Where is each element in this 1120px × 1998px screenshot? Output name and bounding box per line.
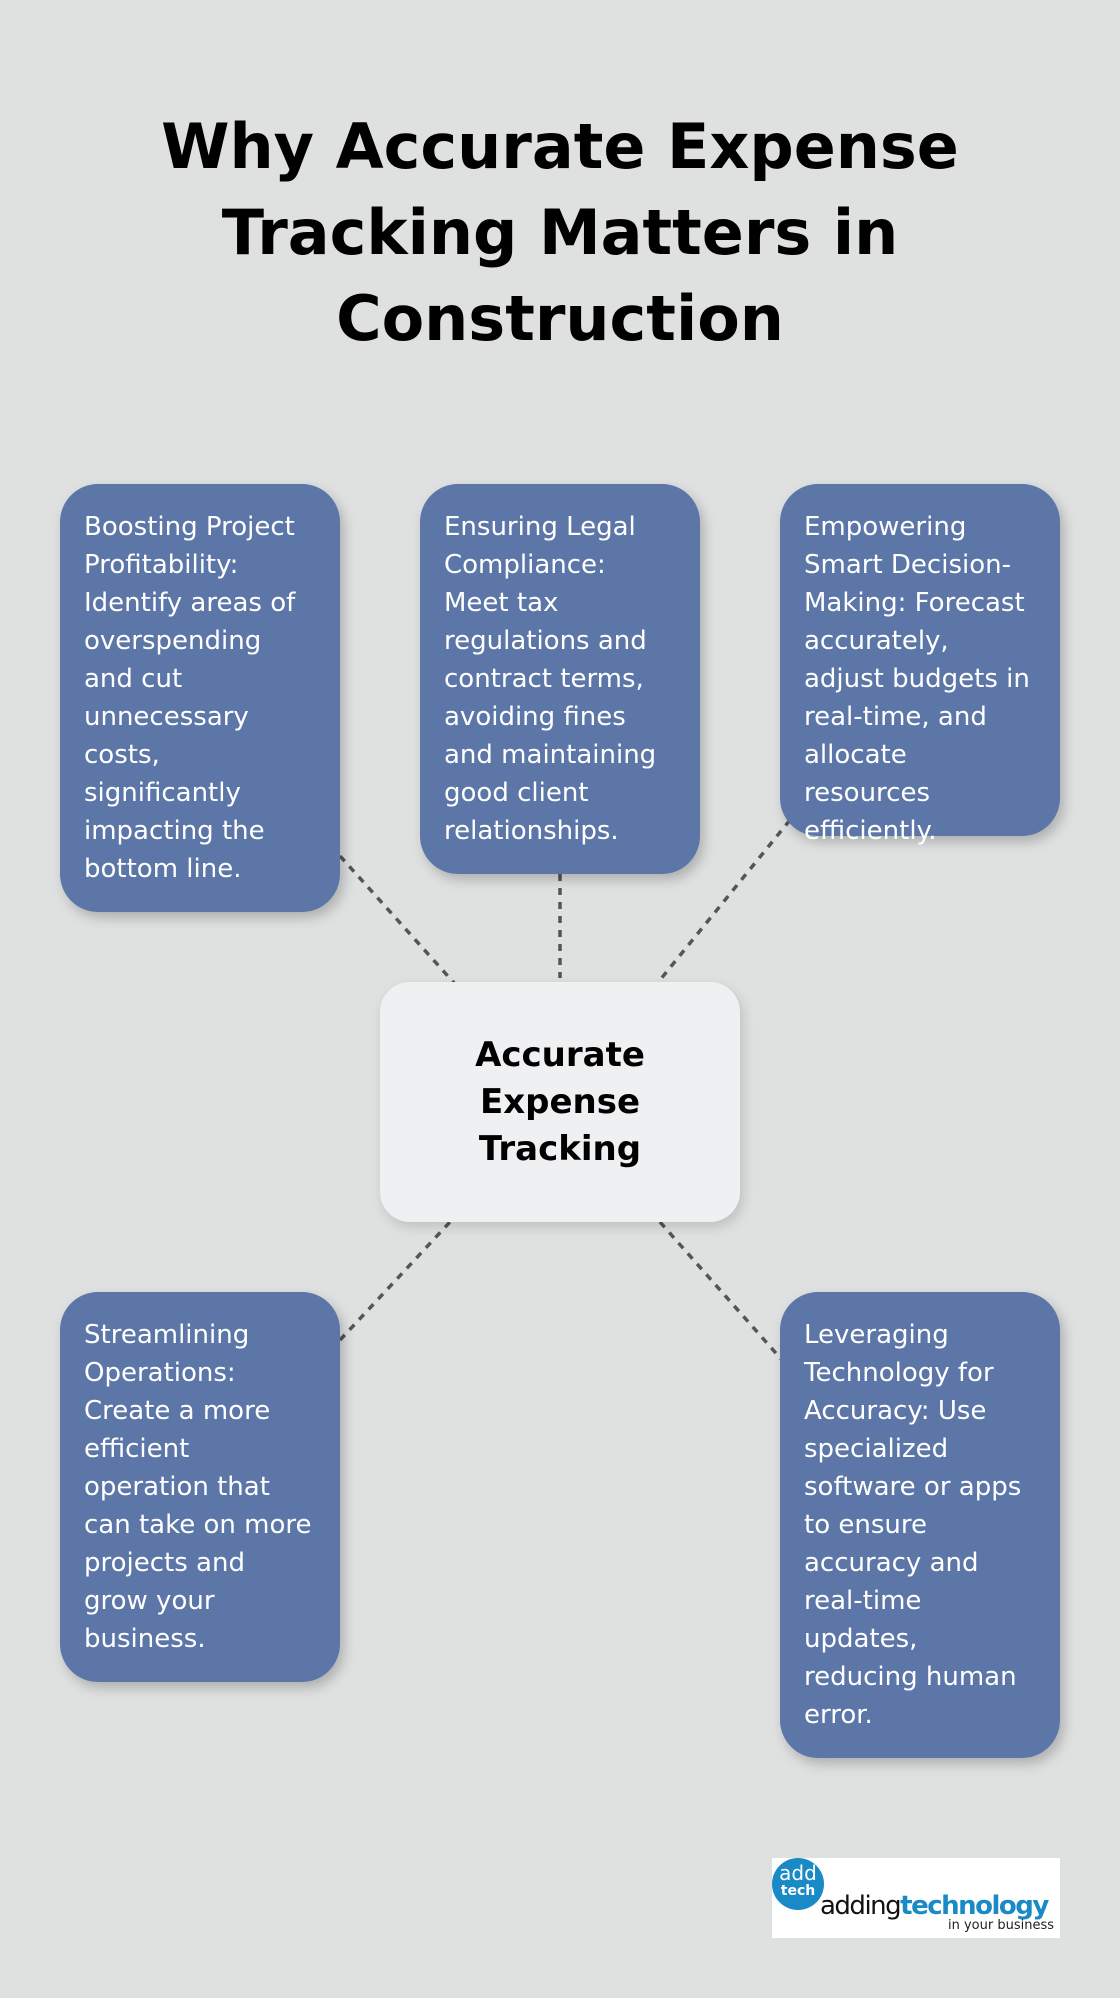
connector-4 (338, 1220, 452, 1342)
logo-word-adding: adding (820, 1891, 902, 1921)
center-node-label: Accurate Expense Tracking (475, 1034, 645, 1169)
card-project-profitability: Boosting Project Profitability: Identify… (60, 484, 340, 912)
card-streamlining-operations: Streamlining Operations: Create a more e… (60, 1292, 340, 1682)
logo-badge: add tech (772, 1858, 824, 1910)
logo-wordmark: addingtechnology (820, 1891, 1049, 1921)
center-node: Accurate Expense Tracking (380, 982, 740, 1222)
card-smart-decision-making: Empowering Smart Decision-Making: Foreca… (780, 484, 1060, 846)
logo-word-technology: technology (900, 1891, 1049, 1921)
page-title: Why Accurate Expense Tracking Matters in… (161, 110, 959, 355)
connector-5 (658, 1220, 784, 1362)
logo-badge-tech: tech (780, 1883, 816, 1899)
company-logo: add tech addingtechnology in your busine… (772, 1858, 1060, 1938)
connector-1 (338, 854, 457, 986)
card-legal-compliance: Ensuring Legal Compliance: Meet tax regu… (420, 484, 700, 874)
connector-3 (658, 818, 792, 982)
card-leveraging-technology: Leveraging Technology for Accuracy: Use … (780, 1292, 1060, 1758)
logo-tagline: in your business (947, 1918, 1054, 1933)
logo-badge-add: add (779, 1861, 817, 1885)
